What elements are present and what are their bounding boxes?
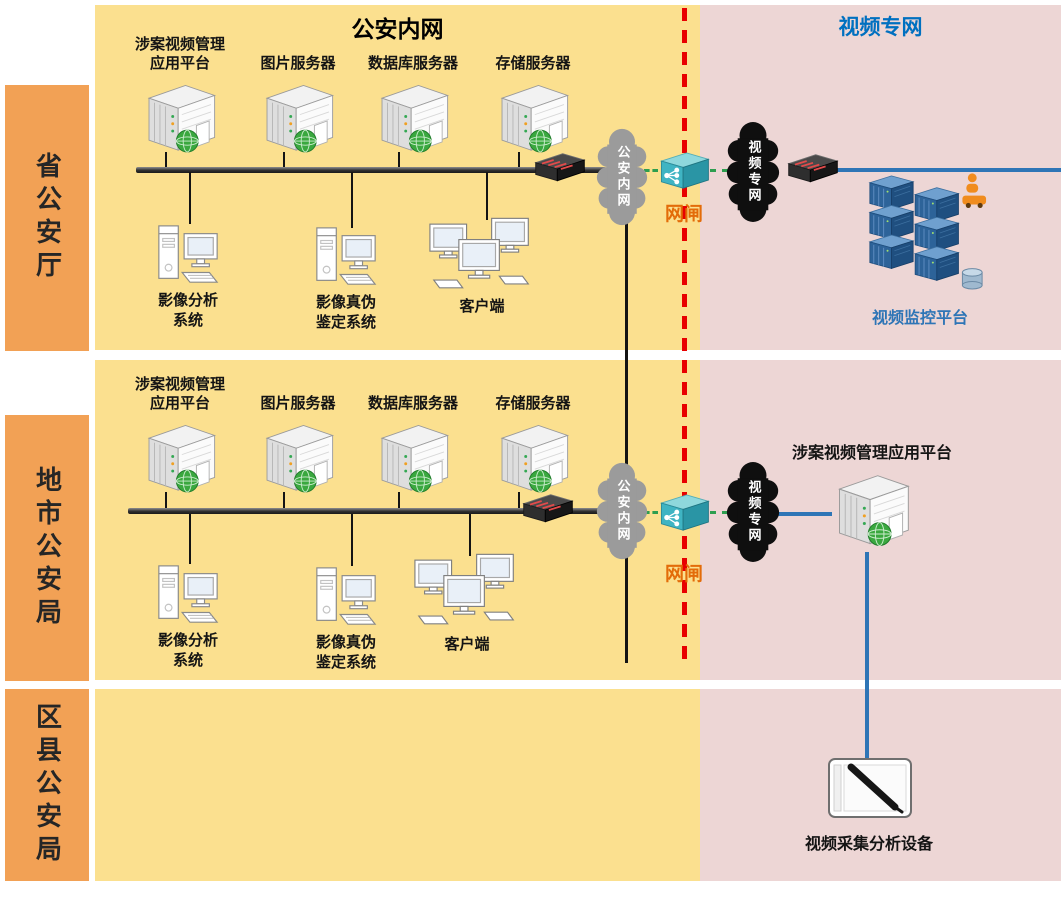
city-client-label-authenticity: 影像真伪鉴定系统 <box>304 632 388 672</box>
connector-line <box>518 152 520 170</box>
server-icon <box>367 420 459 502</box>
connector-line <box>486 172 488 220</box>
city-server-label-storage-text: 存储服务器 <box>495 394 571 412</box>
city-server-label-app-platform: 涉案视频管理应用平台 <box>112 373 248 413</box>
province-client-label-image-analysis: 影像分析系统 <box>146 290 230 330</box>
province-server-label-database: 数据库服务器 <box>345 33 481 73</box>
server-icon <box>252 420 344 502</box>
province-client-label-image-analysis-text: 影像分析系统 <box>157 291 218 329</box>
province-gateway-label: 网闸 <box>664 203 703 225</box>
city-intranet-cloud: 公安内网 <box>596 458 648 564</box>
province-client-label-client-text: 客户端 <box>459 297 505 315</box>
switch-icon <box>521 490 575 530</box>
row-bar-county: 区县公安局 <box>5 689 89 881</box>
province-intranet-cloud-label: 公安内网 <box>614 145 630 209</box>
server-icon <box>824 470 920 556</box>
row-bar-county-label: 区县公安局 <box>31 702 62 868</box>
green-dashed-link <box>644 511 658 514</box>
province-client-label-authenticity-text: 影像真伪鉴定系统 <box>315 293 376 331</box>
gateway-icon <box>656 489 712 537</box>
city-server-label-app-platform-text: 涉案视频管理应用平台 <box>134 375 225 412</box>
province-server-label-picture-text: 图片服务器 <box>260 54 336 72</box>
row-bar-city-label: 地市公安局 <box>31 465 62 631</box>
city-server-label-picture-text: 图片服务器 <box>260 394 336 412</box>
capture-device-icon <box>826 756 914 820</box>
connector-line <box>351 172 353 228</box>
city-client-label-image-analysis: 影像分析系统 <box>146 630 230 670</box>
province-server-label-app-platform-text: 涉案视频管理应用平台 <box>134 35 225 72</box>
city-server-label-database: 数据库服务器 <box>345 373 481 413</box>
province-server-label-picture: 图片服务器 <box>230 33 366 73</box>
green-dashed-link <box>710 511 728 514</box>
province-intranet-cloud: 公安内网 <box>596 124 648 230</box>
workstation-icon <box>310 564 382 632</box>
province-server-label-storage: 存储服务器 <box>465 33 601 73</box>
city-client-label-authenticity-text: 影像真伪鉴定系统 <box>315 633 376 671</box>
video-network-line <box>772 512 832 516</box>
connector-line <box>283 492 285 510</box>
city-client-label-client: 客户端 <box>427 634 507 654</box>
connector-line <box>189 514 191 564</box>
city-client-label-image-analysis-text: 影像分析系统 <box>157 631 218 669</box>
video-platform-stack-icon <box>858 167 990 301</box>
switch-icon <box>533 149 587 189</box>
video-zone-title: 视频专网 <box>838 15 923 39</box>
city-video-cloud-label: 视频专网 <box>745 480 761 544</box>
connector-line <box>518 492 520 510</box>
intranet-zone-city-bg <box>95 360 700 680</box>
connector-line <box>398 492 400 510</box>
green-dashed-link <box>644 169 658 172</box>
intranet-backbone-line <box>625 171 628 663</box>
connector-line <box>165 492 167 510</box>
county-device-label: 视频采集分析设备 <box>789 834 949 854</box>
gateway-icon <box>656 147 712 195</box>
workstation-icon <box>152 562 224 630</box>
connector-line <box>283 152 285 170</box>
province-video-cloud-label: 视频专网 <box>745 140 761 204</box>
city-client-label-client-text: 客户端 <box>444 635 490 653</box>
county-device-label-text: 视频采集分析设备 <box>804 834 933 853</box>
province-client-label-client: 客户端 <box>442 296 522 316</box>
video-network-line <box>796 168 1061 172</box>
video-network-line <box>865 552 869 764</box>
province-bus-line <box>136 167 606 173</box>
intranet-zone-title: 公安内网 <box>351 17 444 43</box>
client-monitors-icon <box>428 216 536 294</box>
connector-line <box>398 152 400 170</box>
row-bar-city: 地市公安局 <box>5 415 89 681</box>
province-video-platform-label: 视频监控平台 <box>871 308 968 327</box>
network-boundary-dashed-line <box>682 8 687 668</box>
intranet-zone-county-bg <box>95 689 700 881</box>
city-video-cloud: 视频专网 <box>726 458 780 566</box>
server-icon <box>134 80 226 162</box>
city-intranet-cloud-label: 公安内网 <box>614 479 630 543</box>
city-bus-line <box>128 508 606 514</box>
switch-icon <box>786 150 840 190</box>
connector-line <box>469 514 471 556</box>
connector-line <box>189 172 191 224</box>
connector-line <box>351 514 353 566</box>
province-video-cloud: 视频专网 <box>726 118 780 226</box>
server-icon <box>252 80 344 162</box>
workstation-icon <box>310 224 382 292</box>
province-server-label-database-text: 数据库服务器 <box>367 54 458 72</box>
city-app-platform-label: 涉案视频管理应用平台 <box>762 443 982 463</box>
row-bar-province: 省公安厅 <box>5 85 89 351</box>
city-server-label-storage: 存储服务器 <box>465 373 601 413</box>
row-bar-province-label: 省公安厅 <box>31 152 62 284</box>
province-client-label-authenticity: 影像真伪鉴定系统 <box>304 292 388 332</box>
client-monitors-icon <box>413 552 521 630</box>
province-server-label-storage-text: 存储服务器 <box>495 54 571 72</box>
city-app-platform-label-text: 涉案视频管理应用平台 <box>791 443 952 462</box>
city-server-label-database-text: 数据库服务器 <box>367 394 458 412</box>
server-icon <box>134 420 226 502</box>
province-server-label-app-platform: 涉案视频管理应用平台 <box>112 33 248 73</box>
city-gateway-label: 网闸 <box>664 563 703 585</box>
city-server-label-picture: 图片服务器 <box>230 373 366 413</box>
server-icon <box>367 80 459 162</box>
green-dashed-link <box>710 169 728 172</box>
workstation-icon <box>152 222 224 290</box>
connector-line <box>165 152 167 170</box>
